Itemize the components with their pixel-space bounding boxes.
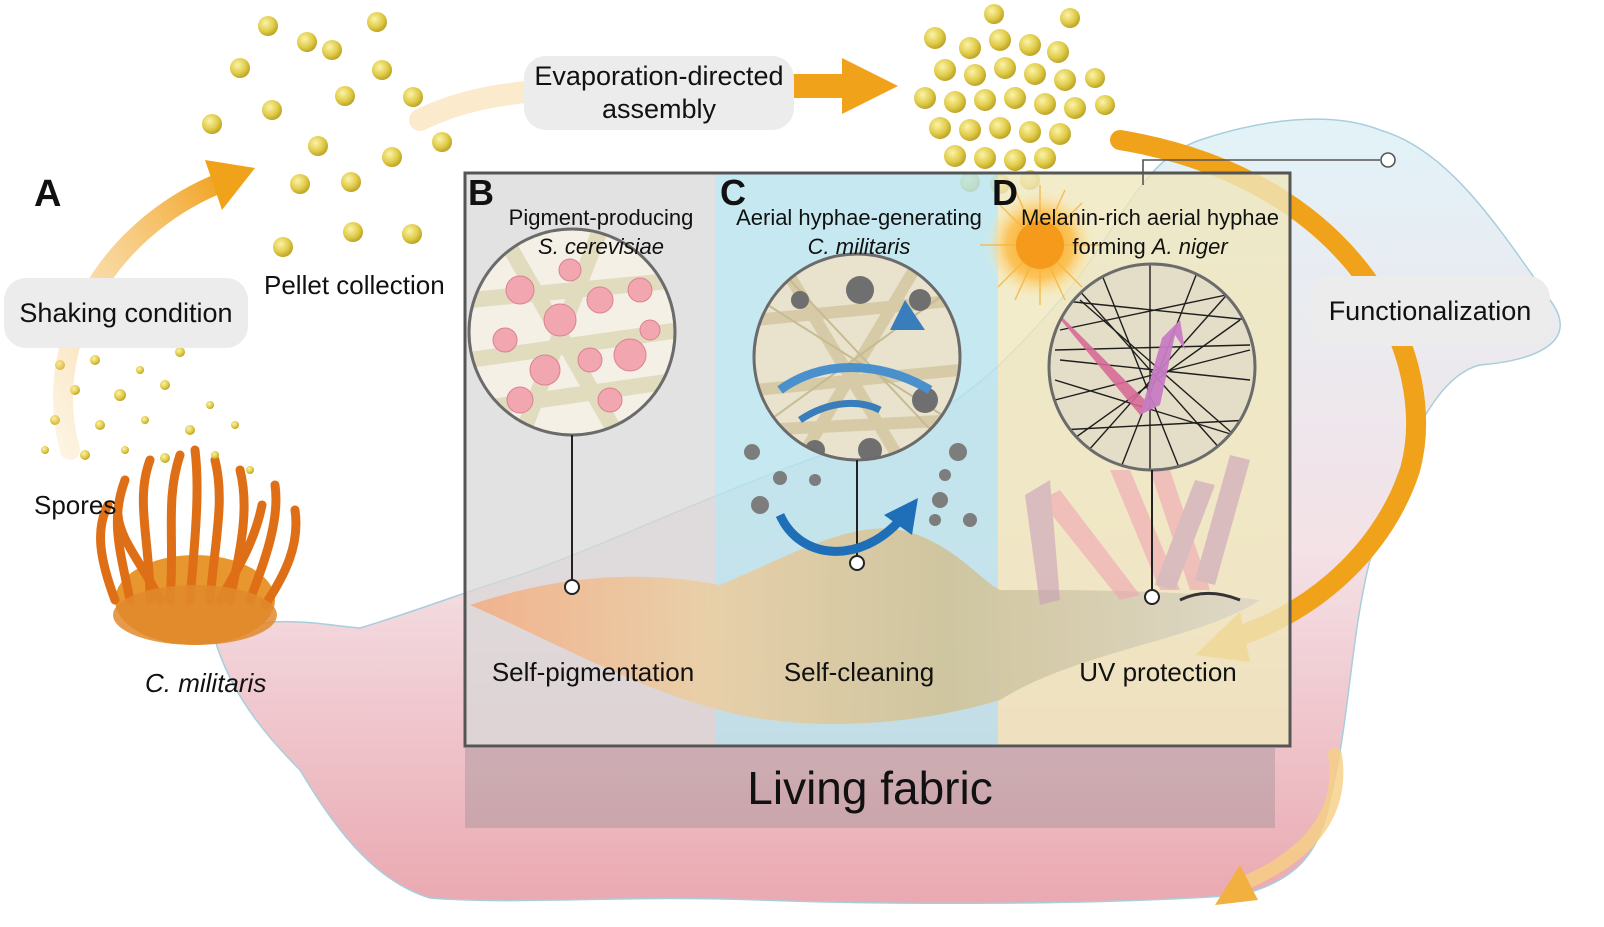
cluster-connector-end <box>1380 152 1396 168</box>
panel-d-organism: A. niger <box>1151 234 1228 259</box>
panel-a-letter: A <box>34 173 62 215</box>
panel-d-letter: D <box>992 172 1018 213</box>
organism-label: C. militaris <box>145 668 267 698</box>
shaking-condition-label: Shaking condition <box>4 278 248 348</box>
magnifier-b <box>467 227 677 595</box>
uv-rays <box>1025 455 1250 605</box>
exit-arrowhead <box>1215 865 1258 905</box>
self-cleaning-arrowhead <box>884 498 918 535</box>
fabric-surface <box>470 528 1260 724</box>
panel-d-title-prefix: forming <box>1072 234 1152 259</box>
panel-c-letter: C <box>720 172 746 213</box>
panel-b-organism: S. cerevisiae <box>538 234 664 259</box>
cluster-connector <box>1142 159 1380 185</box>
spores-label: Spores <box>34 490 117 520</box>
magnifier-d <box>1047 262 1257 605</box>
panel-c-title: Aerial hyphae-generating C. militaris <box>718 203 1000 261</box>
pellet-cluster <box>914 4 1115 194</box>
loose-pellets <box>202 12 452 257</box>
panel-b-title: Pigment-producing S. cerevisiae <box>490 203 712 261</box>
living-fabric-text: Living fabric <box>747 762 993 814</box>
dust-particles <box>744 443 977 527</box>
magnifier-c <box>752 252 962 571</box>
panel-d-title-line1: Melanin-rich aerial hyphae <box>1020 205 1280 230</box>
panel-b-function: Self-pigmentation <box>491 657 695 687</box>
fabric-edge <box>1179 591 1241 602</box>
panel-d-function: UV protection <box>1079 657 1237 687</box>
exit-arrow <box>1233 748 1344 892</box>
evaporation-label: Evaporation-directed assembly <box>524 56 794 130</box>
panel-c-function: Self-cleaning <box>783 657 935 687</box>
evaporation-line2: assembly <box>601 94 717 124</box>
shaking-arrowhead <box>205 160 255 210</box>
sun-illustration <box>980 185 1100 305</box>
evap-arrow-head <box>842 58 898 114</box>
pellet-trail <box>409 81 536 131</box>
functionalization-label: Functionalization <box>1310 276 1550 346</box>
panel-c-organism: C. militaris <box>807 234 911 259</box>
panel-b-title-line1: Pigment-producing <box>508 205 694 230</box>
panel-d-title: Melanin-rich aerial hyphae forming A. ni… <box>1000 203 1300 261</box>
panel-c-title-line1: Aerial hyphae-generating <box>736 205 982 230</box>
shaking-condition-text: Shaking condition <box>19 297 233 328</box>
panel-border <box>463 171 1292 748</box>
self-cleaning-arrow <box>775 512 904 556</box>
evaporation-line1: Evaporation-directed <box>534 61 784 91</box>
living-fabric-banner: Living fabric <box>465 748 1275 828</box>
pellet-collection-label: Pellet collection <box>264 270 445 300</box>
cordyceps-fungus-illustration <box>96 445 301 645</box>
panel-b-letter: B <box>468 172 494 213</box>
functionalization-text: Functionalization <box>1328 295 1532 326</box>
